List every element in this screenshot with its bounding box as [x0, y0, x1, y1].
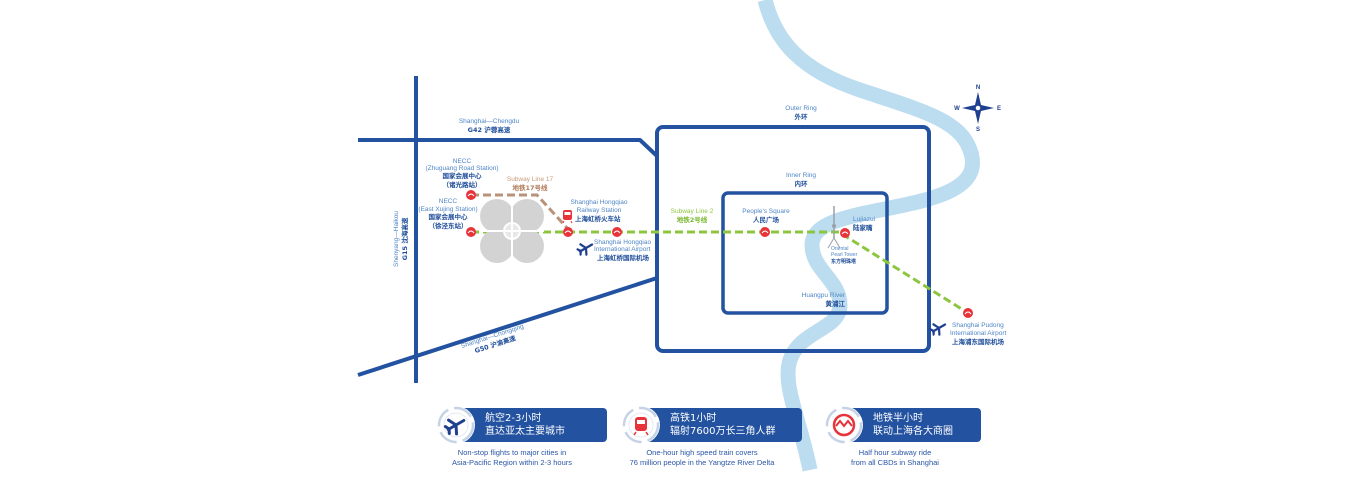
feature-subtitle: 联动上海各大商圈	[873, 426, 953, 437]
inner-ring-label-en: Inner Ring	[786, 172, 816, 179]
metro-icon	[825, 406, 863, 444]
station-hongqiao-airport	[612, 227, 622, 237]
necc-zhuguang-cn1: 国家会展中心	[443, 171, 483, 180]
hongqiao-airport-en2: International Airport	[594, 246, 651, 253]
compass-east: E	[997, 106, 1001, 112]
feature-desc-line: Non-stop flights to major cities in	[457, 448, 567, 457]
pearl-tower-icon	[827, 206, 841, 249]
feature-card-metro: 地铁半小时 联动上海各大商圈 Half hour subway ride fro…	[825, 406, 1005, 476]
train-icon	[562, 210, 573, 224]
necc-xujing-cn1: 国家会展中心	[429, 212, 469, 221]
line17-label-en: Subway Line 17	[507, 176, 554, 183]
g15-label-en: Shenyang—Haikou	[393, 211, 400, 267]
huangpu-river-cn: 黄浦江	[826, 299, 846, 308]
feature-title: 地铁半小时	[873, 413, 923, 424]
lujiazui-en: Lujiazui	[853, 216, 875, 223]
necc-xujing-en2: (East Xujing Station)	[418, 206, 477, 213]
feature-desc-line: from all CBDs in Shanghai	[851, 458, 939, 467]
feature-card-flights: 航空2-3小时 直达亚太主要城市 Non-stop flights to maj…	[437, 406, 617, 476]
pearl-tower-cn: 东方明珠塔	[831, 258, 857, 265]
huangpu-river-en: Huangpu River	[802, 292, 846, 299]
feature-desc-line: Asia-Pacific Region within 2-3 hours	[451, 458, 573, 467]
hongqiao-railway-en1: Shanghai Hongqiao	[570, 199, 627, 206]
compass-west: W	[954, 106, 960, 112]
hongqiao-airport-cn: 上海虹桥国际机场	[597, 253, 650, 262]
outer-ring-label-cn: 外环	[795, 112, 809, 121]
feature-pill: 地铁半小时 联动上海各大商圈	[845, 408, 981, 442]
train-icon	[622, 406, 660, 444]
line2-label-en: Subway Line 2	[671, 208, 714, 215]
airplane-icon	[437, 406, 475, 444]
g15-label-cn: G15 沈海高速	[400, 217, 409, 260]
necc-zhuguang-en2: (Zhuguang Road Station)	[426, 165, 499, 172]
feature-title: 航空2-3小时	[485, 413, 542, 424]
station-lujiazui	[840, 228, 850, 238]
necc-xujing-en1: NECC	[439, 198, 458, 205]
hongqiao-airport-en1: Shanghai Hongqiao	[594, 239, 651, 246]
necc-xujing-cn2: （徐泾东站）	[429, 221, 468, 230]
pudong-airport-cn: 上海浦东国际机场	[952, 337, 1005, 346]
feature-description: One-hour high speed train covers 76 mill…	[607, 448, 797, 468]
feature-description: Half hour subway ride from all CBDs in S…	[800, 448, 990, 468]
necc-building-icon	[480, 199, 544, 263]
pearl-tower-en1: Oriental	[831, 246, 849, 252]
line17-label-cn: 地铁17号线	[512, 183, 548, 192]
compass-icon: N S W E	[954, 85, 1001, 133]
lujiazui-cn: 陆家嘴	[853, 223, 873, 232]
g42-label-en: Shanghai—Chengdu	[459, 118, 520, 125]
peoples-square-cn: 人民广场	[753, 215, 780, 224]
line2-label-cn: 地铁2号线	[677, 215, 708, 224]
compass-south: S	[976, 127, 980, 133]
feature-desc-line: 76 million people in the Yangtze River D…	[629, 458, 775, 467]
station-pudong-airport	[963, 308, 973, 318]
feature-pill: 高铁1小时 辐射7600万长三角人群	[642, 408, 802, 442]
station-east-xujing	[466, 227, 476, 237]
station-hongqiao-railway	[563, 227, 573, 237]
g50-road	[357, 276, 658, 377]
feature-card-train: 高铁1小时 辐射7600万长三角人群 One-hour high speed t…	[622, 406, 802, 476]
g42-road	[358, 138, 659, 158]
feature-title: 高铁1小时	[670, 413, 717, 424]
station-zhuguang-road	[466, 190, 476, 200]
airplane-icon	[929, 323, 947, 336]
outer-ring-road	[655, 125, 931, 353]
pudong-airport-en2: International Airport	[950, 330, 1007, 337]
feature-pill: 航空2-3小时 直达亚太主要城市	[457, 408, 607, 442]
huangpu-river	[757, 0, 980, 472]
inner-ring-road	[721, 191, 889, 315]
hongqiao-railway-cn: 上海虹桥火车站	[575, 214, 621, 223]
g42-label-cn: G42 沪蓉高速	[468, 125, 511, 134]
feature-desc-line: Half hour subway ride	[858, 448, 932, 457]
subway-line-2-pudong-branch	[841, 232, 969, 315]
feature-desc-line: One-hour high speed train covers	[646, 448, 758, 457]
outer-ring-label-en: Outer Ring	[785, 105, 817, 112]
station-peoples-square	[760, 227, 770, 237]
inner-ring-label-cn: 内环	[795, 179, 809, 188]
feature-description: Non-stop flights to major cities in Asia…	[417, 448, 607, 468]
subway-line-17	[471, 193, 570, 231]
pearl-tower-en2: Pearl Tower	[831, 252, 858, 258]
airplane-icon	[576, 243, 594, 256]
hongqiao-railway-en2: Railway Station	[577, 207, 622, 214]
feature-subtitle: 辐射7600万长三角人群	[670, 426, 776, 437]
compass-north: N	[976, 85, 980, 91]
pudong-airport-en1: Shanghai Pudong	[952, 322, 1004, 329]
necc-zhuguang-cn2: （诸光路站）	[443, 180, 482, 189]
feature-subtitle: 直达亚太主要城市	[485, 426, 565, 437]
peoples-square-en: People's Square	[742, 208, 790, 215]
necc-zhuguang-en1: NECC	[453, 158, 472, 165]
